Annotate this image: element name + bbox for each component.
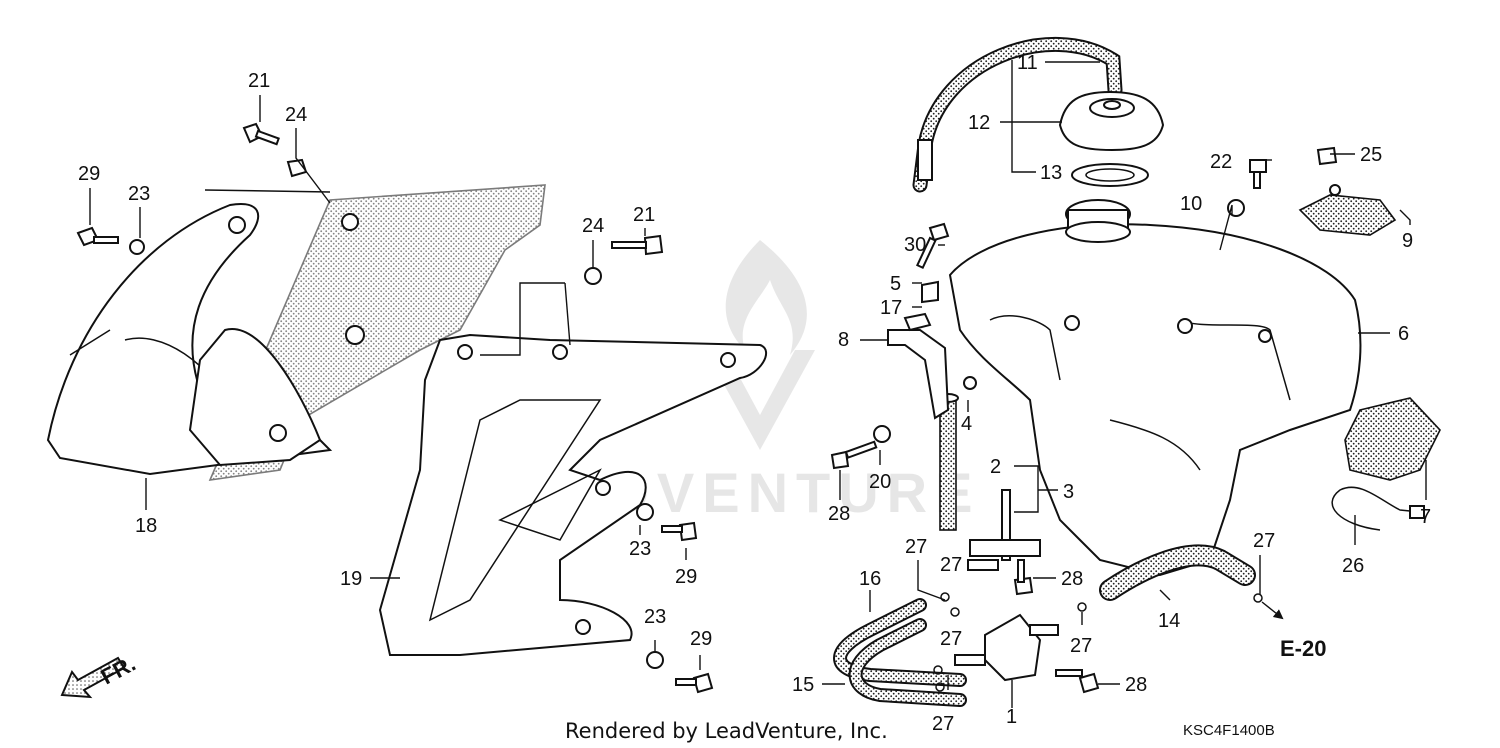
callout-27: 27 [1253,530,1275,552]
callout-15: 15 [792,674,814,696]
fuel-hose-14 [1099,544,1256,601]
pad-7 [1344,397,1441,481]
callout-29: 29 [690,628,712,650]
callout-27: 27 [940,628,962,650]
callout-19: 19 [340,568,362,590]
callout-27: 27 [1070,635,1092,657]
callout-27: 27 [932,713,954,735]
callout-12: 12 [968,112,990,134]
callout-27: 27 [940,554,962,576]
callout-7: 7 [1420,506,1431,528]
bracket-8 [887,329,950,420]
callout-5: 5 [890,273,901,295]
front-direction-arrow-icon [60,656,126,699]
right-shroud-19 [378,333,767,656]
leader-lines [89,60,1427,708]
band-26 [1331,486,1425,531]
fuel-tank-6 [948,199,1362,577]
fasteners [76,122,1338,694]
reference-e20: E-20 [1280,636,1326,661]
callout-24: 24 [582,215,604,237]
callout-28: 28 [1125,674,1147,696]
callout-8: 8 [838,329,849,351]
callout-28: 28 [828,503,850,525]
callout-27: 27 [905,536,927,558]
callout-3: 3 [1063,481,1074,503]
callout-11: 11 [1017,52,1038,74]
fuel-cap-12 [1058,90,1165,152]
callout-9: 9 [1402,230,1413,252]
valve-pipe-3 [967,489,1041,571]
callout-21: 21 [248,70,270,92]
callout-4: 4 [961,413,972,435]
callout-17: 17 [880,297,902,319]
callout-30: 30 [904,234,926,256]
callout-18: 18 [135,515,157,537]
callout-23: 23 [644,606,666,628]
fuel-valve-1 [954,613,1059,682]
callout-20: 20 [869,471,891,493]
callout-29: 29 [78,163,100,185]
breather-hose-11 [912,37,1123,193]
callout-2: 2 [990,456,1001,478]
callout-16: 16 [859,568,881,590]
callout-24: 24 [285,104,307,126]
callout-22: 22 [1210,151,1232,173]
callout-23: 23 [128,183,150,205]
callout-28: 28 [1061,568,1083,590]
front-direction-label: FR. [97,651,140,690]
callout-21: 21 [633,204,655,226]
callout-25: 25 [1360,144,1382,166]
callout-13: 13 [1040,162,1062,184]
bracket-9 [1298,184,1397,236]
callout-29: 29 [675,566,697,588]
callout-6: 6 [1398,323,1409,345]
callout-labels: 21 24 29 23 24 21 18 19 23 29 23 29 11 1… [78,52,1431,735]
left-shroud-18 [46,184,546,481]
gasket-13 [1071,163,1149,187]
callout-23: 23 [629,538,651,560]
callout-14: 14 [1158,610,1180,632]
callout-10: 10 [1180,193,1202,215]
callout-1: 1 [1006,706,1017,728]
hose-15-16 [833,598,967,707]
callout-26: 26 [1342,555,1364,577]
credit-text: Rendered by LeadVenture, Inc. [565,719,888,743]
diagram-code: KSC4F1400B [1183,722,1275,739]
